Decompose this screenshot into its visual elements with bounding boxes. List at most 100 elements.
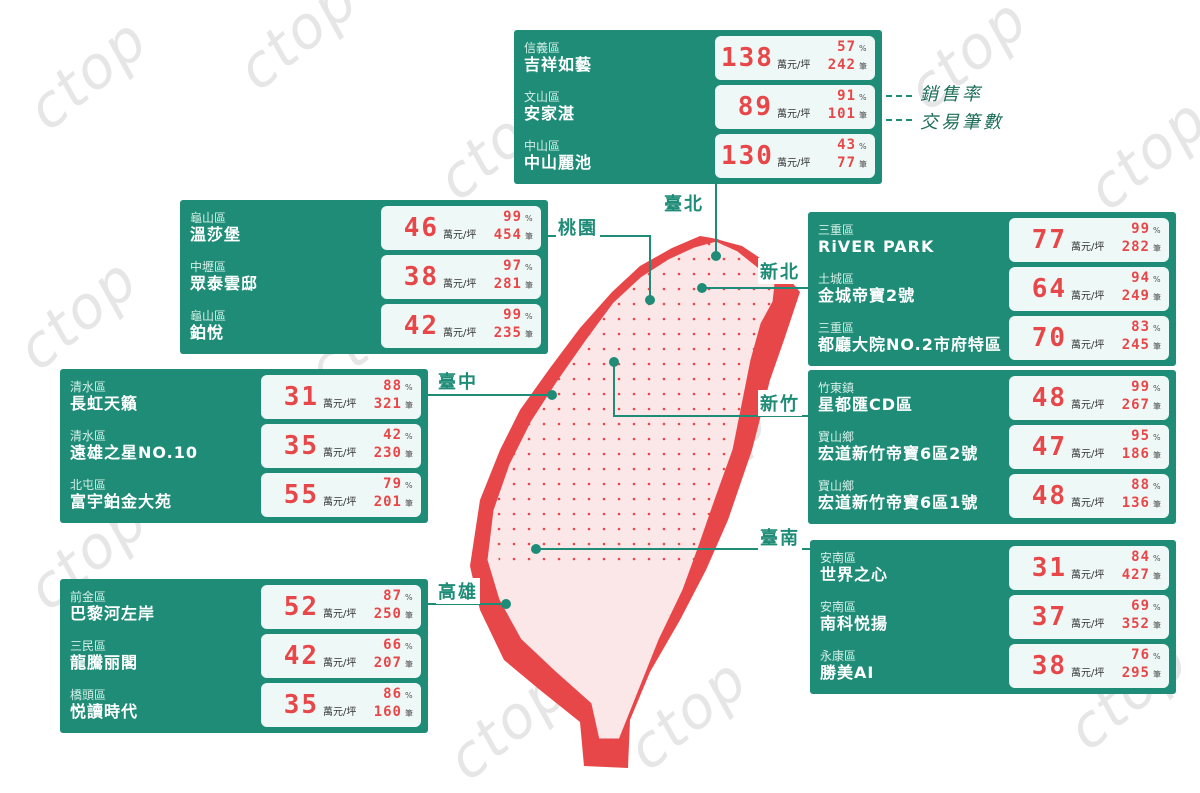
listing-name-block: 寶山鄉宏道新竹帝寶6區1號 — [815, 479, 978, 512]
price-unit: 萬元/坪 — [1071, 448, 1105, 460]
district-label: 橋頭區 — [70, 687, 107, 702]
price-unit: 萬元/坪 — [323, 706, 357, 718]
district-label: 永康區 — [820, 648, 857, 663]
district-label: 安南區 — [820, 599, 857, 614]
transaction-count-value: 250 — [373, 605, 402, 622]
listing-name-block: 竹東鎮星都匯CD區 — [815, 381, 914, 414]
price-unit: 萬元/坪 — [1071, 290, 1105, 302]
transaction-count-value: 427 — [1121, 566, 1150, 583]
percent-unit: % — [1153, 275, 1161, 284]
listing-name-block: 土城區金城帝寶2號 — [815, 272, 915, 305]
project-name: 龍騰丽閣 — [70, 652, 139, 672]
region-label-taoyuan: 桃園 — [556, 214, 600, 240]
percent-unit: % — [1153, 482, 1161, 491]
sales-rate-value: 69 — [1131, 598, 1150, 614]
sales-rate-line: 88% — [1122, 477, 1163, 495]
sales-rate-line: 57% — [828, 39, 869, 57]
district-label: 安南區 — [820, 550, 857, 565]
dot-hsinchu — [609, 357, 619, 367]
project-name: 安家湛 — [524, 103, 576, 123]
sales-rate-line: 91% — [828, 88, 869, 106]
sales-rate-value: 99 — [503, 209, 522, 225]
percent-unit: % — [525, 214, 533, 223]
transaction-count-value: 242 — [827, 56, 856, 73]
listing-name-block: 北屯區富宇鉑金大苑 — [67, 478, 172, 511]
count-unit: 筆 — [405, 449, 413, 459]
listing-name-block: 清水區長虹天籟 — [67, 380, 138, 413]
price-unit: 萬元/坪 — [1071, 667, 1105, 679]
dot-tainan — [531, 544, 541, 554]
transaction-count-value: 249 — [1121, 287, 1150, 304]
sales-rate-line: 95% — [1122, 428, 1163, 446]
sales-rate-line: 66% — [374, 637, 415, 655]
sales-rate-line: 99% — [494, 209, 535, 227]
percent-unit: % — [859, 93, 867, 102]
listing-name-block: 中壢區眾泰雲邸 — [187, 260, 258, 293]
price-unit: 萬元/坪 — [443, 327, 477, 339]
price-value: 42 — [403, 311, 439, 341]
transaction-count-value: 77 — [837, 154, 856, 171]
connector-hsinchu — [613, 362, 808, 417]
project-name: 宏道新竹帝寶6區2號 — [818, 443, 979, 463]
count-unit: 筆 — [1153, 450, 1161, 460]
count-unit: 筆 — [859, 110, 867, 120]
sales-rate-line: 88% — [374, 378, 415, 396]
transaction-count-value: 282 — [1121, 238, 1150, 255]
sales-rate-line: 99% — [1122, 221, 1163, 239]
price-value: 35 — [283, 690, 319, 720]
sales-rate-line: 94% — [1122, 270, 1163, 288]
district-label: 三民區 — [70, 638, 107, 653]
count-unit: 筆 — [405, 610, 413, 620]
listing-name-block: 文山區安家湛 — [521, 90, 576, 123]
price-unit: 萬元/坪 — [443, 229, 477, 241]
district-label: 信義區 — [524, 40, 561, 55]
transaction-count-value: 101 — [827, 105, 856, 122]
count-unit: 筆 — [1153, 620, 1161, 630]
project-name: 遠雄之星NO.10 — [70, 442, 198, 462]
sales-rate-value: 84 — [1131, 549, 1150, 565]
count-unit: 筆 — [405, 498, 413, 508]
price-unit: 萬元/坪 — [777, 59, 811, 71]
percent-unit: % — [405, 383, 413, 392]
dot-taichung — [547, 390, 557, 400]
count-unit: 筆 — [1153, 341, 1161, 351]
listing-name-block: 橋頭區悦讀時代 — [67, 687, 138, 721]
project-name: 星都匯CD區 — [818, 394, 914, 414]
count-unit: 筆 — [1153, 243, 1161, 253]
count-note: 交易筆數 — [920, 112, 1004, 133]
percent-unit: % — [1153, 384, 1161, 393]
district-label: 龜山區 — [190, 210, 227, 225]
price-value: 48 — [1031, 383, 1067, 413]
percent-unit: % — [1153, 603, 1161, 612]
percent-unit: % — [405, 691, 413, 700]
sales-rate-value: 91 — [837, 88, 856, 104]
district-label: 龜山區 — [190, 308, 227, 323]
count-unit: 筆 — [1153, 669, 1161, 679]
region-label-tainan: 臺南 — [758, 524, 802, 550]
count-unit: 筆 — [525, 280, 533, 290]
